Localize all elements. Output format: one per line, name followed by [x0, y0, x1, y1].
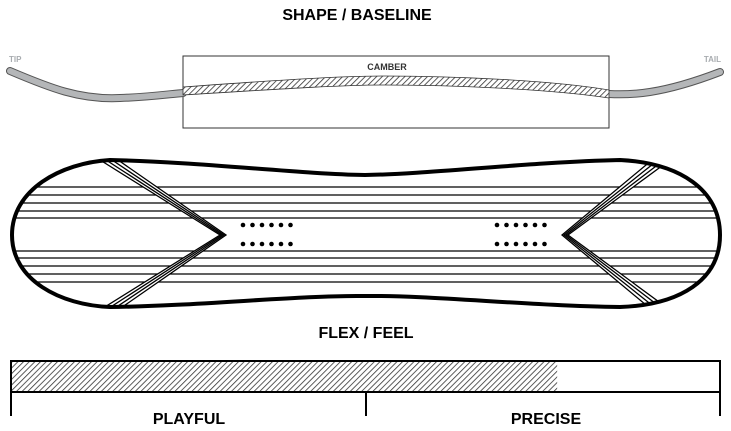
- insert-dot: [250, 222, 255, 228]
- insert-dot: [542, 222, 547, 228]
- insert-dot: [523, 222, 528, 228]
- flex-label-precise: PRECISE: [511, 411, 582, 428]
- flex-bar-fill: [12, 362, 558, 391]
- insert-dot: [278, 222, 284, 228]
- camber-profile: [182, 75, 610, 99]
- insert-dot: [288, 241, 293, 247]
- insert-dot: [259, 222, 265, 228]
- insert-dot: [494, 222, 500, 228]
- insert-dot: [240, 241, 246, 247]
- insert-dot: [278, 241, 284, 247]
- insert-dot: [288, 222, 293, 228]
- flex-label-playful: PLAYFUL: [153, 411, 226, 428]
- camber-label: CAMBER: [367, 62, 407, 72]
- insert-dot: [250, 241, 255, 247]
- insert-dot: [269, 241, 274, 247]
- insert-dot: [513, 241, 519, 247]
- insert-dot: [504, 241, 509, 247]
- insert-dot: [240, 222, 246, 228]
- binding-inserts: [240, 222, 547, 247]
- insert-dot: [542, 241, 547, 247]
- board-outline: [10, 158, 722, 309]
- chevron-graphic: [560, 160, 671, 307]
- insert-dot: [513, 222, 519, 228]
- insert-dot: [523, 241, 528, 247]
- insert-dot: [504, 222, 509, 228]
- chevron-graphic: [99, 160, 228, 307]
- tail-label: TAIL: [704, 55, 721, 64]
- insert-dot: [532, 241, 538, 247]
- board-graphic: [12, 160, 720, 307]
- insert-dot: [494, 241, 500, 247]
- shape-title: SHAPE / BASELINE: [282, 7, 432, 24]
- insert-dot: [532, 222, 538, 228]
- tip-label: TIP: [9, 55, 22, 64]
- flex-title: FLEX / FEEL: [318, 325, 413, 342]
- insert-dot: [269, 222, 274, 228]
- insert-dot: [259, 241, 265, 247]
